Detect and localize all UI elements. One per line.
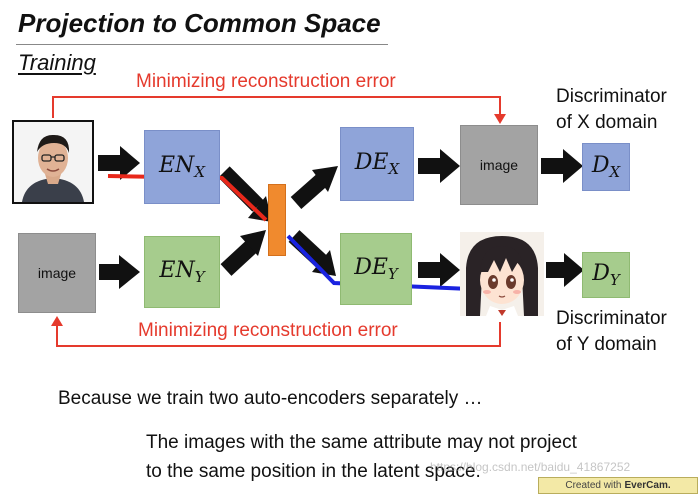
arrow-eny-to-latent bbox=[220, 230, 266, 276]
arrow-latent-to-dey bbox=[288, 230, 336, 276]
arrow-dex-to-image bbox=[418, 149, 460, 183]
discriminator-y-symbol: DY bbox=[592, 261, 620, 289]
image-input-y: image bbox=[18, 233, 96, 313]
decoder-x-box: DEX bbox=[340, 127, 414, 201]
encoder-x-label: ENX bbox=[159, 153, 205, 181]
arrow-anime-to-dy bbox=[546, 253, 584, 287]
arrow-image-to-dx bbox=[541, 149, 583, 183]
image-output-x-label: image bbox=[479, 157, 519, 173]
body-text-line-2: The images with the same attribute may n… bbox=[146, 432, 577, 453]
person-portrait-icon bbox=[14, 122, 92, 202]
title-divider bbox=[16, 44, 388, 45]
arrow-image-to-eny bbox=[99, 255, 140, 289]
anime-face-icon bbox=[460, 232, 544, 316]
reconstruction-label-bottom: Minimizing reconstruction error bbox=[138, 320, 398, 341]
discriminator-x-box: DX bbox=[582, 143, 630, 191]
decoder-x-label: DEX bbox=[354, 150, 400, 178]
latent-space-block bbox=[268, 184, 286, 256]
reconstruction-loop-top bbox=[52, 96, 501, 118]
discriminator-x-line1: Discriminator bbox=[556, 86, 667, 107]
decoder-y-label: DEY bbox=[354, 255, 398, 283]
reconstruction-arrowhead-bottom bbox=[51, 316, 63, 326]
person-photo bbox=[12, 120, 94, 204]
arrow-dey-to-anime bbox=[418, 253, 460, 287]
url-watermark: https://blog.csdn.net/baidu_41867252 bbox=[430, 460, 631, 474]
arrow-enx-to-latent bbox=[218, 166, 272, 222]
evercam-badge: Created with EverCam. bbox=[538, 477, 698, 494]
discriminator-y-label: Discriminator of Y domain bbox=[556, 306, 667, 358]
decoder-y-box: DEY bbox=[340, 233, 412, 305]
arrow-latent-to-dex bbox=[290, 166, 338, 209]
slide-title: Projection to Common Space bbox=[18, 8, 381, 38]
discriminator-x-symbol: DX bbox=[591, 153, 621, 181]
reconstruction-arrowhead-top bbox=[494, 114, 506, 124]
discriminator-x-line2: of X domain bbox=[556, 112, 658, 133]
blue-decoding-path bbox=[286, 234, 471, 291]
body-text-line-1: Because we train two auto-encoders separ… bbox=[58, 388, 483, 409]
image-output-x: image bbox=[460, 125, 538, 205]
evercam-prefix: Created with bbox=[565, 480, 622, 491]
encoder-y-label: ENY bbox=[159, 258, 205, 286]
image-input-y-label: image bbox=[37, 265, 77, 281]
discriminator-y-line2: of Y domain bbox=[556, 334, 657, 355]
reconstruction-label-top: Minimizing reconstruction error bbox=[136, 71, 396, 92]
slide-subtitle: Training bbox=[18, 50, 96, 75]
discriminator-y-line1: Discriminator bbox=[556, 308, 667, 329]
encoder-x-box: ENX bbox=[144, 130, 220, 204]
arrow-photo-to-enx bbox=[98, 146, 140, 180]
discriminator-y-box: DY bbox=[582, 252, 630, 298]
anime-image bbox=[460, 232, 544, 316]
discriminator-x-label: Discriminator of X domain bbox=[556, 84, 667, 136]
reconstruction-loop-bottom bbox=[56, 322, 501, 347]
evercam-brand: EverCam. bbox=[624, 480, 671, 491]
body-text-line-3: to the same position in the latent space… bbox=[146, 461, 481, 482]
encoder-y-box: ENY bbox=[144, 236, 220, 308]
